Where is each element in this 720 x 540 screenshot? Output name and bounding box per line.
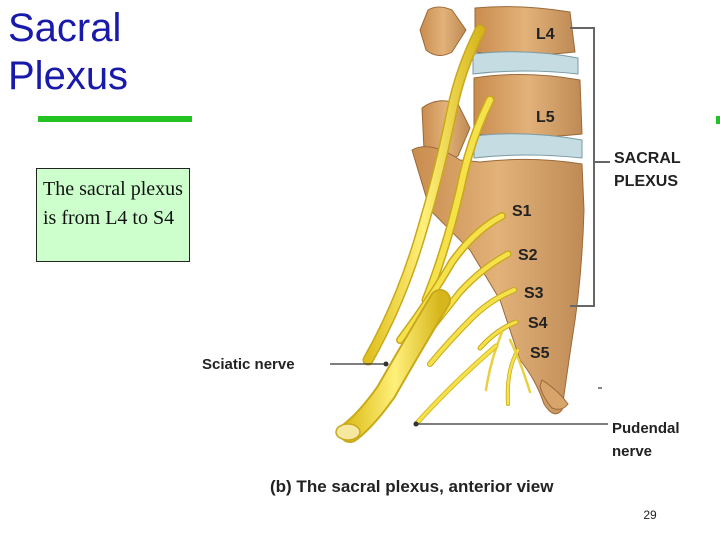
- intervertebral-disc-2: [473, 133, 583, 159]
- label-s1: S1: [512, 203, 532, 220]
- title-underline: [38, 116, 192, 122]
- label-l5: L5: [536, 109, 555, 126]
- label-plexus-line2: PLEXUS: [614, 173, 678, 190]
- label-s4: S4: [528, 315, 548, 332]
- label-s3: S3: [524, 285, 544, 302]
- slide-number: 29: [643, 508, 657, 522]
- anatomy-drawing: L4 L5 S1 S2 S3 S4 S5 SACRAL PLEXUS Sciat…: [202, 6, 681, 496]
- sacral-plexus-illustration: L4 L5 S1 S2 S3 S4 S5 SACRAL PLEXUS Sciat…: [190, 0, 720, 540]
- sciatic-pointer-dot: [383, 361, 389, 367]
- label-sciatic-nerve: Sciatic nerve: [202, 356, 295, 373]
- label-plexus-line1: SACRAL: [614, 150, 681, 167]
- plexus-bracket: [570, 27, 610, 307]
- label-l4: L4: [536, 26, 555, 43]
- figure-caption: (b) The sacral plexus, anterior view: [270, 477, 554, 496]
- label-pudendal-line1: Pudendal: [612, 420, 680, 437]
- nerve-roots: [335, 24, 532, 443]
- leader-lines: [330, 363, 608, 425]
- intervertebral-disc-1: [472, 51, 579, 75]
- label-pudendal-line2: nerve: [612, 443, 652, 460]
- slide-title: Sacral Plexus: [8, 6, 129, 98]
- label-s5: S5: [530, 345, 550, 362]
- note-box: The sacral plexus is from L4 to S4: [36, 168, 190, 262]
- label-s2: S2: [518, 247, 538, 264]
- pudendal-pointer-dot: [413, 421, 419, 427]
- vertebra-l4: [419, 6, 576, 56]
- edge-accent-mark: [716, 116, 720, 124]
